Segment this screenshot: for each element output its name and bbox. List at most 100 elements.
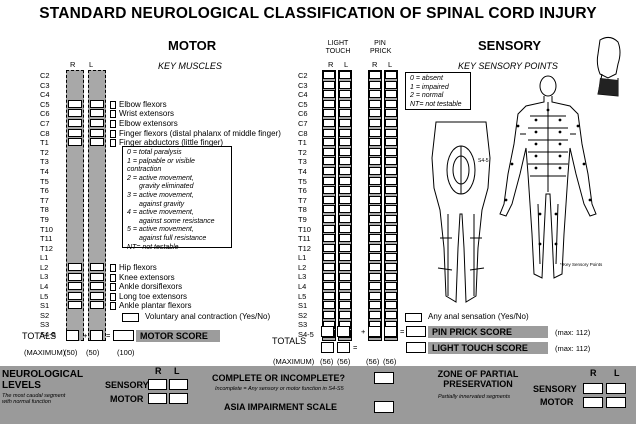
zone-sensory-l-box[interactable] bbox=[606, 383, 626, 394]
pp-r-c3-box[interactable] bbox=[369, 80, 381, 89]
pp-r-c2-box[interactable] bbox=[369, 71, 381, 79]
pp-l-l4-box[interactable] bbox=[385, 282, 397, 291]
motor-total-r-box[interactable] bbox=[66, 330, 79, 341]
lt-l-t8-box[interactable] bbox=[339, 205, 351, 214]
lt-l-c2-box[interactable] bbox=[339, 71, 351, 79]
lt-l-s1-box[interactable] bbox=[339, 301, 351, 310]
motor-s1-l-box[interactable] bbox=[90, 301, 104, 310]
pp-r-l3-box[interactable] bbox=[369, 272, 381, 281]
pp-r-l1-box[interactable] bbox=[369, 253, 381, 262]
neuro-motor-r-box[interactable] bbox=[148, 393, 167, 404]
pp-l-c8-box[interactable] bbox=[385, 128, 397, 137]
motor-c7-l-box[interactable] bbox=[90, 119, 104, 127]
pp-l-s1-box[interactable] bbox=[385, 301, 397, 310]
lt-total-r-box[interactable] bbox=[321, 326, 334, 337]
pp-total-r-box[interactable] bbox=[368, 326, 381, 337]
lt-r-l1-box[interactable] bbox=[323, 253, 335, 262]
pp-r-c4-box[interactable] bbox=[369, 90, 381, 99]
lt-l-l4-box[interactable] bbox=[339, 282, 351, 291]
pp-total-l-box[interactable] bbox=[384, 326, 397, 337]
lt-l-t3-box[interactable] bbox=[339, 157, 351, 166]
anal-contraction-box[interactable] bbox=[122, 313, 139, 322]
lt-l-l1-box[interactable] bbox=[339, 253, 351, 262]
asia-scale-box[interactable] bbox=[374, 401, 394, 413]
anal-sensation-box[interactable] bbox=[405, 313, 422, 322]
lt-r-t5-box[interactable] bbox=[323, 176, 335, 185]
pp-l-c3-box[interactable] bbox=[385, 80, 397, 89]
lt-r-t3-box[interactable] bbox=[323, 157, 335, 166]
lt-r-s2-box[interactable] bbox=[323, 311, 335, 319]
motor-t1-r-box[interactable] bbox=[68, 138, 82, 147]
pp-l-t5-box[interactable] bbox=[385, 176, 397, 185]
pp-r-t10-box[interactable] bbox=[369, 224, 381, 233]
zone-motor-r-box[interactable] bbox=[583, 397, 603, 408]
zone-motor-l-box[interactable] bbox=[606, 397, 626, 408]
pp-l-t11-box[interactable] bbox=[385, 234, 397, 243]
lt-total-l-box[interactable] bbox=[337, 326, 350, 337]
lt-r-t6-box[interactable] bbox=[323, 186, 335, 195]
pp-l-t7-box[interactable] bbox=[385, 195, 397, 204]
lt-l-c7-box[interactable] bbox=[339, 119, 351, 127]
pp-r-c5-box[interactable] bbox=[369, 99, 381, 108]
motor-c5-l-box[interactable] bbox=[90, 99, 104, 108]
pp-l-c5-box[interactable] bbox=[385, 99, 397, 108]
motor-c6-l-box[interactable] bbox=[90, 109, 104, 118]
pp-l-t9-box[interactable] bbox=[385, 215, 397, 223]
pin-prick-score-box[interactable] bbox=[406, 326, 426, 337]
lt-l-c8-box[interactable] bbox=[339, 128, 351, 137]
lt-r-c2-box[interactable] bbox=[323, 71, 335, 79]
zone-sensory-r-box[interactable] bbox=[583, 383, 603, 394]
lt-l-l5-box[interactable] bbox=[339, 291, 351, 300]
lt-r-t4-box[interactable] bbox=[323, 167, 335, 175]
pp-l-l5-box[interactable] bbox=[385, 291, 397, 300]
pp-l-l1-box[interactable] bbox=[385, 253, 397, 262]
lt-l-c6-box[interactable] bbox=[339, 109, 351, 118]
pp-l-t3-box[interactable] bbox=[385, 157, 397, 166]
motor-l5-r-box[interactable] bbox=[68, 291, 82, 300]
pp-l-c4-box[interactable] bbox=[385, 90, 397, 99]
lt-r-t9-box[interactable] bbox=[323, 215, 335, 223]
lt-r-c7-box[interactable] bbox=[323, 119, 335, 127]
lt2-total-l-box[interactable] bbox=[337, 342, 350, 353]
motor-l4-r-box[interactable] bbox=[68, 282, 82, 291]
motor-c8-l-box[interactable] bbox=[90, 128, 104, 137]
lt-r-t10-box[interactable] bbox=[323, 224, 335, 233]
lt-r-t12-box[interactable] bbox=[323, 243, 335, 252]
motor-c8-r-box[interactable] bbox=[68, 128, 82, 137]
pp-l-t8-box[interactable] bbox=[385, 205, 397, 214]
lt-l-l3-box[interactable] bbox=[339, 272, 351, 281]
lt-r-t11-box[interactable] bbox=[323, 234, 335, 243]
pp-r-l5-box[interactable] bbox=[369, 291, 381, 300]
pp-r-t3-box[interactable] bbox=[369, 157, 381, 166]
neuro-motor-l-box[interactable] bbox=[169, 393, 188, 404]
lt-l-s2-box[interactable] bbox=[339, 311, 351, 319]
lt-r-l3-box[interactable] bbox=[323, 272, 335, 281]
pp-r-t2-box[interactable] bbox=[369, 147, 381, 156]
motor-l2-r-box[interactable] bbox=[68, 263, 82, 271]
pp-r-t9-box[interactable] bbox=[369, 215, 381, 223]
pp-r-s2-box[interactable] bbox=[369, 311, 381, 319]
lt-l-t7-box[interactable] bbox=[339, 195, 351, 204]
lt-r-t7-box[interactable] bbox=[323, 195, 335, 204]
lt-r-c8-box[interactable] bbox=[323, 128, 335, 137]
pp-l-l2-box[interactable] bbox=[385, 263, 397, 271]
pp-r-l4-box[interactable] bbox=[369, 282, 381, 291]
pp-r-t4-box[interactable] bbox=[369, 167, 381, 175]
motor-t1-l-box[interactable] bbox=[90, 138, 104, 147]
lt-r-l4-box[interactable] bbox=[323, 282, 335, 291]
pp-r-c6-box[interactable] bbox=[369, 109, 381, 118]
pp-l-c6-box[interactable] bbox=[385, 109, 397, 118]
motor-l4-l-box[interactable] bbox=[90, 282, 104, 291]
lt2-total-r-box[interactable] bbox=[321, 342, 334, 353]
pp-l-c7-box[interactable] bbox=[385, 119, 397, 127]
motor-l5-l-box[interactable] bbox=[90, 291, 104, 300]
pp-l-c2-box[interactable] bbox=[385, 71, 397, 79]
pp-l-l3-box[interactable] bbox=[385, 272, 397, 281]
lt-r-c6-box[interactable] bbox=[323, 109, 335, 118]
lt-l-c3-box[interactable] bbox=[339, 80, 351, 89]
motor-c5-r-box[interactable] bbox=[68, 99, 82, 108]
lt-r-t1-box[interactable] bbox=[323, 138, 335, 147]
lt-r-c4-box[interactable] bbox=[323, 90, 335, 99]
pp-l-t6-box[interactable] bbox=[385, 186, 397, 195]
neuro-sensory-r-box[interactable] bbox=[148, 379, 167, 390]
